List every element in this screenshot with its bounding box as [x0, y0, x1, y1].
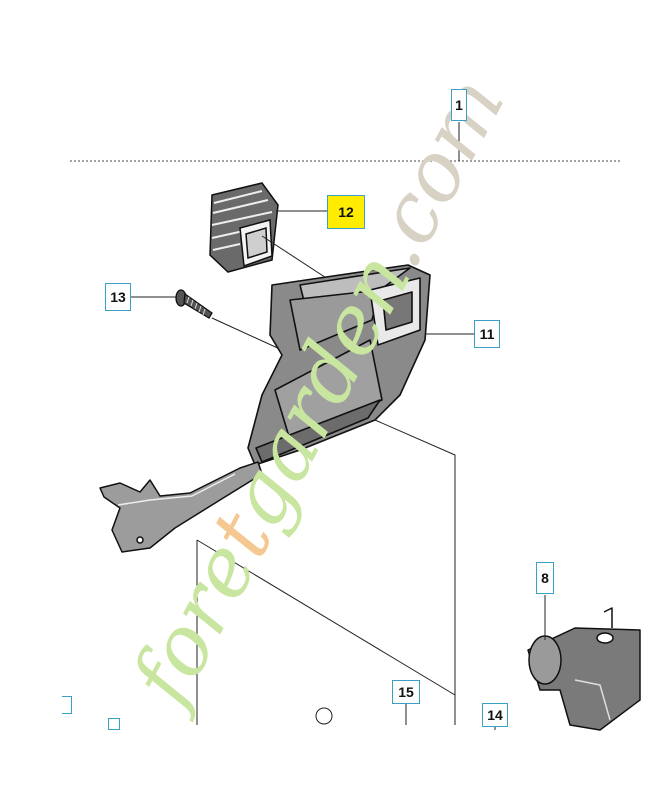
part-12-bellows [209, 182, 279, 273]
part-13-screw [175, 289, 213, 319]
part-11-housing [247, 264, 431, 466]
callout-15: 15 [392, 680, 420, 704]
callout-11: 11 [474, 320, 500, 348]
callout-partial-bottom [108, 718, 120, 730]
callout-14: 14 [482, 703, 508, 727]
leader-line-plate [374, 419, 456, 725]
part-8-handle [527, 607, 641, 731]
leader-line-13b [211, 317, 283, 351]
plate-outline [196, 539, 456, 725]
watermark-garden: garden [208, 238, 430, 543]
callout-8: 8 [536, 562, 554, 594]
part-11-guard-strip [99, 461, 263, 553]
callout-13: 13 [105, 283, 131, 311]
callout-1: 1 [451, 89, 467, 121]
watermark-com: .com [346, 62, 523, 282]
watermark-text-art: foretgarden.com [111, 62, 523, 725]
callout-12: 12 [327, 195, 365, 229]
small-hole [315, 707, 333, 725]
watermark: foretgarden.com [111, 60, 652, 760]
callout-partial-left [62, 696, 72, 714]
svg-text:foretgarden.com: foretgarden.com [120, 62, 523, 725]
